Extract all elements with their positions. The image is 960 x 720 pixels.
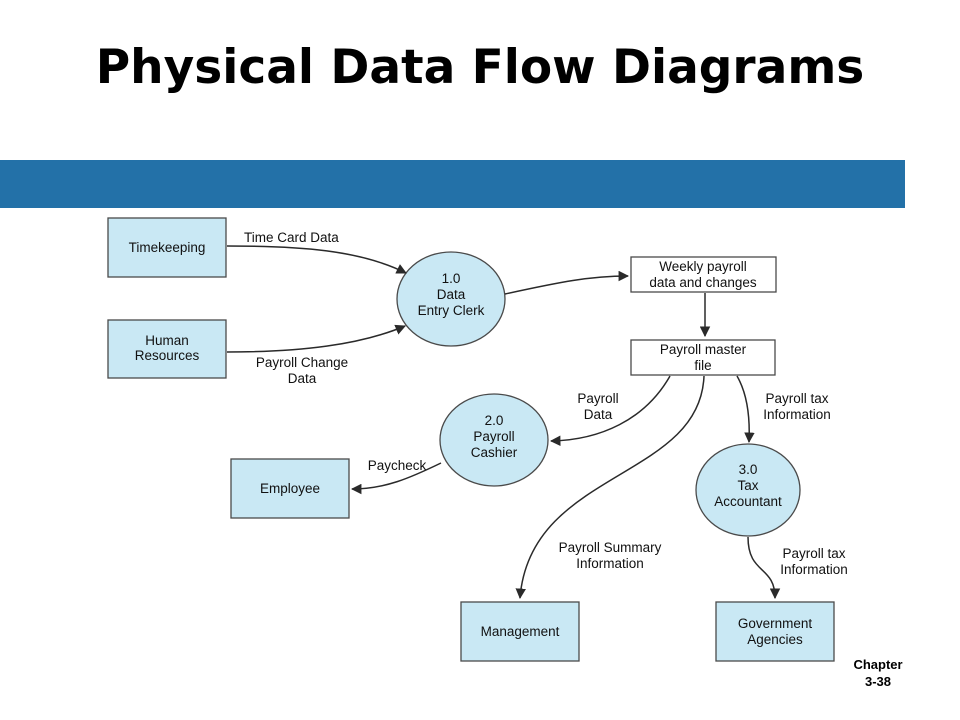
flow-payroll-tax-info-label-2b: Information xyxy=(780,562,848,577)
entity-management: Management xyxy=(460,601,580,662)
store-weekly-payroll-label-1: Weekly payroll xyxy=(659,259,747,274)
store-weekly-payroll: Weekly payroll data and changes xyxy=(630,256,777,293)
flow-payroll-change-label-1: Payroll Change xyxy=(256,355,348,370)
flow-payroll-tax-info-arrow-1 xyxy=(736,375,755,444)
entity-government-agencies-label-1: Government xyxy=(738,616,813,631)
entity-employee-label: Employee xyxy=(260,481,320,496)
entity-human-resources-label-1: Human xyxy=(145,333,189,348)
entity-timekeeping: Timekeeping xyxy=(107,217,227,278)
entity-human-resources-label-2: Resources xyxy=(135,348,200,363)
entity-management-label: Management xyxy=(481,624,560,639)
flow-payroll-summary-label-1: Payroll Summary xyxy=(559,540,662,555)
entity-timekeeping-label: Timekeeping xyxy=(129,240,206,255)
process-3-number: 3.0 xyxy=(739,462,758,477)
process-2-label-2: Cashier xyxy=(471,445,518,460)
slide-footer: Chapter 3-38 xyxy=(848,656,908,690)
entity-employee: Employee xyxy=(230,458,350,519)
store-payroll-master-label-1: Payroll master xyxy=(660,342,747,357)
page-number: 3-38 xyxy=(864,674,892,689)
process-data-entry-clerk: 1.0 Data Entry Clerk xyxy=(396,251,506,347)
process-tax-accountant: 3.0 Tax Accountant xyxy=(695,443,801,537)
flow-payroll-summary-arrow xyxy=(515,375,705,600)
entity-government-agencies-label-2: Agencies xyxy=(747,632,803,647)
process-3-label-2: Accountant xyxy=(714,494,782,509)
flow-payroll-change-arrow xyxy=(226,324,406,353)
process-2-label-1: Payroll xyxy=(473,429,514,444)
process-2-number: 2.0 xyxy=(485,413,504,428)
flow-time-card-data-label: Time Card Data xyxy=(244,230,339,245)
flow-time-card-data-arrow xyxy=(226,245,407,274)
process-1-label-2: Entry Clerk xyxy=(418,303,485,318)
chapter-label: Chapter xyxy=(853,657,903,672)
title-band xyxy=(0,160,905,208)
flow-payroll-data-label-1: Payroll xyxy=(577,391,618,406)
flow-payroll-tax-info-label-2a: Payroll tax xyxy=(782,546,845,561)
flow-payroll-tax-info-arrow-2 xyxy=(747,536,781,600)
store-weekly-payroll-label-2: data and changes xyxy=(649,275,757,290)
flow-to-weekly-payroll-arrow xyxy=(504,270,630,295)
process-1-number: 1.0 xyxy=(442,271,461,286)
entity-human-resources: Human Resources xyxy=(107,319,227,379)
flow-paycheck-arrow xyxy=(350,462,442,495)
process-1-label-1: Data xyxy=(437,287,466,302)
entity-government-agencies: Government Agencies xyxy=(715,601,835,662)
slide-title: Physical Data Flow Diagrams xyxy=(95,40,865,95)
process-payroll-cashier: 2.0 Payroll Cashier xyxy=(439,393,549,487)
flow-payroll-data-label-2: Data xyxy=(584,407,613,422)
flow-payroll-change-label-2: Data xyxy=(288,371,317,386)
flow-paycheck-label: Paycheck xyxy=(368,458,427,473)
flow-payroll-summary-label-2: Information xyxy=(576,556,644,571)
flow-payroll-tax-info-label-1a: Payroll tax xyxy=(765,391,828,406)
process-3-label-1: Tax xyxy=(737,478,758,493)
flow-payroll-data-arrow xyxy=(549,375,671,447)
flow-payroll-tax-info-label-1b: Information xyxy=(763,407,831,422)
store-payroll-master: Payroll master file xyxy=(630,339,776,376)
store-payroll-master-label-2: file xyxy=(694,358,711,373)
